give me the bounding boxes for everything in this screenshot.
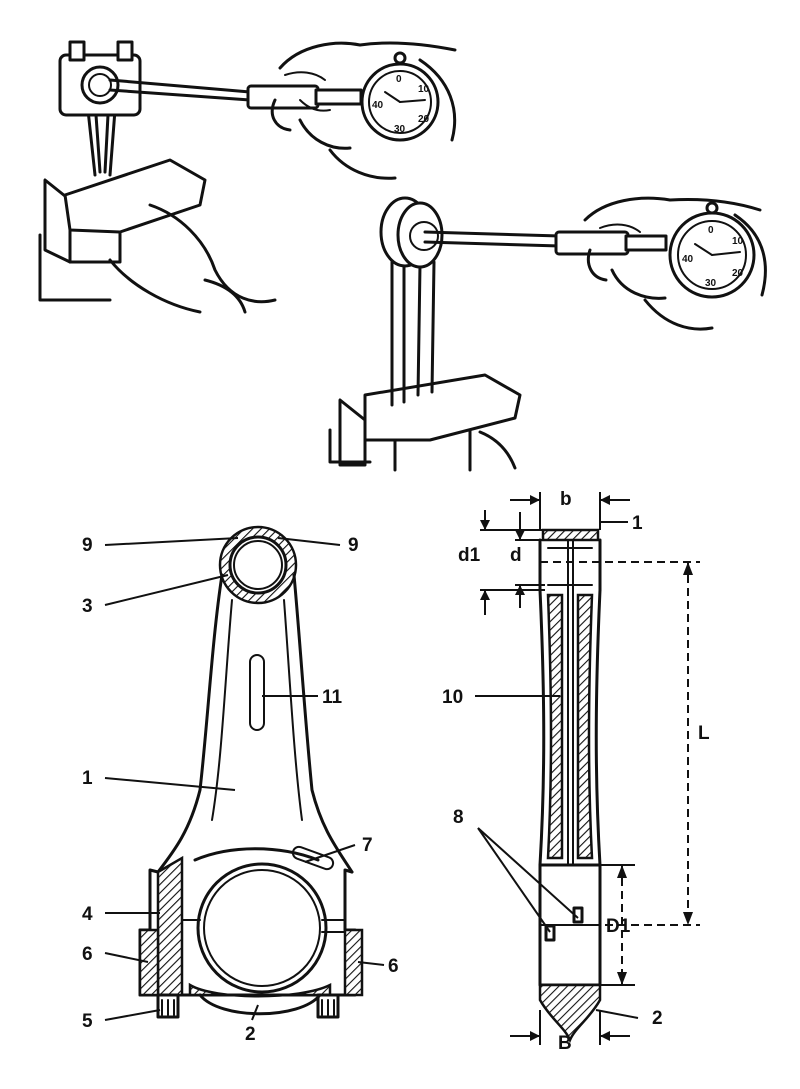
label-1-right: 1 <box>632 513 643 534</box>
dim-L: L <box>698 723 710 744</box>
part-number-labels: 9 9 3 11 1 7 4 6 6 5 2 1 10 8 2 <box>82 513 663 1045</box>
label-3: 3 <box>82 596 93 617</box>
dial-indicator-icon: 0 10 20 30 40 <box>668 201 756 299</box>
label-9-right: 9 <box>348 535 359 556</box>
svg-text:30: 30 <box>394 124 406 135</box>
svg-text:40: 40 <box>682 254 694 265</box>
label-6-right: 6 <box>388 956 399 977</box>
label-8: 8 <box>453 807 464 828</box>
svg-text:10: 10 <box>418 84 430 95</box>
svg-text:20: 20 <box>732 268 744 279</box>
connecting-rod-front-view <box>138 525 364 1019</box>
small-end-bore-measurement-illustration: 0 10 20 30 40 <box>328 196 767 472</box>
dimension-labels: b d1 d L D1 B <box>458 489 710 1054</box>
label-11: 11 <box>322 687 343 708</box>
label-9-left: 9 <box>82 535 93 556</box>
svg-text:40: 40 <box>372 100 384 111</box>
label-2-left: 2 <box>245 1024 256 1045</box>
dim-D1: D1 <box>606 916 631 937</box>
dim-d1: d1 <box>458 545 481 566</box>
dial-indicator-icon: 0 10 20 30 40 <box>360 51 440 142</box>
svg-text:20: 20 <box>418 114 430 125</box>
connecting-rod-section-view <box>538 528 602 1044</box>
label-6-left: 6 <box>82 944 93 965</box>
label-1-left: 1 <box>82 768 93 789</box>
dim-d: d <box>510 545 522 566</box>
dim-b: b <box>560 489 572 510</box>
svg-text:0: 0 <box>708 225 714 236</box>
svg-text:30: 30 <box>705 278 717 289</box>
dimension-lines <box>480 492 700 1045</box>
dim-B: B <box>558 1033 572 1054</box>
leader-lines <box>104 521 639 1021</box>
svg-text:10: 10 <box>732 236 744 247</box>
label-7: 7 <box>362 835 373 856</box>
label-4: 4 <box>82 904 93 925</box>
label-2-right: 2 <box>652 1008 663 1029</box>
label-5: 5 <box>82 1011 93 1032</box>
label-10: 10 <box>442 687 463 708</box>
big-end-bore-measurement-illustration: 0 10 20 30 40 <box>38 40 457 314</box>
svg-text:0: 0 <box>396 74 402 85</box>
